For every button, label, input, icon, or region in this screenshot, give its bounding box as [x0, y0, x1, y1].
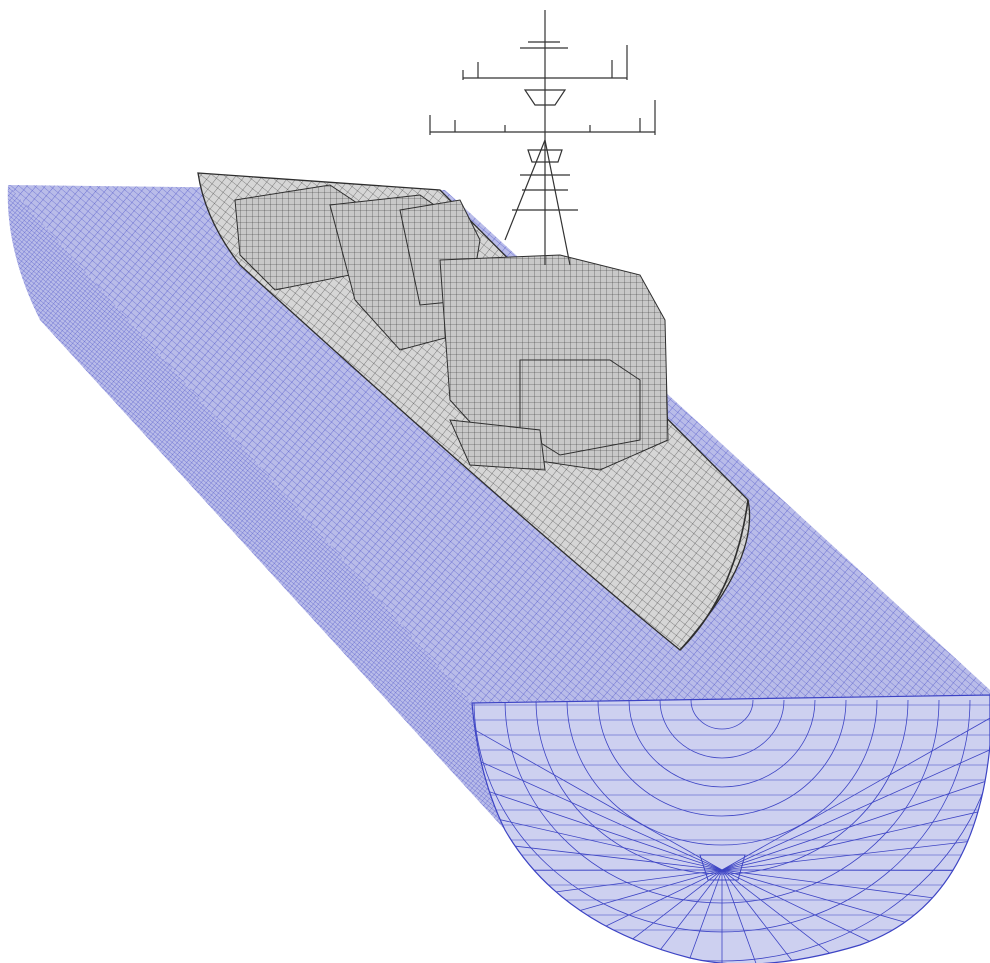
section-mesh-spoke: [721, 699, 990, 871]
cross-section-mesh: [472, 699, 990, 963]
mast-top-platform: [520, 41, 568, 106]
section-mesh-spoke: [721, 869, 905, 923]
hull-bow-edge: [679, 499, 749, 651]
water-domain-curved-side: [7, 185, 506, 830]
section-mesh-spoke: [472, 699, 723, 871]
section-mesh-ring: [690, 699, 754, 730]
section-mesh-spoke: [721, 772, 990, 871]
section-mesh-ring: [566, 699, 878, 846]
section-mesh-spoke: [721, 736, 990, 871]
section-mesh-spoke: [721, 869, 935, 899]
ship-mast: [429, 10, 656, 266]
cutout-outline: [699, 854, 746, 881]
section-mesh-spoke: [721, 869, 800, 963]
section-mesh-ring: [597, 699, 847, 817]
water-domain-cross-section: [471, 694, 990, 963]
section-mesh-ring: [659, 699, 785, 759]
section-mesh-ring: [628, 699, 816, 788]
mast-radar: [522, 149, 568, 191]
mast-upper-yard: [462, 45, 628, 80]
section-mesh-spoke: [721, 869, 762, 963]
fore-deck-block: [449, 419, 546, 471]
mast-tripod: [504, 139, 578, 266]
mast-lower-yard: [429, 100, 656, 135]
section-mesh-spoke: [721, 806, 990, 871]
section-mesh-spoke: [721, 869, 873, 943]
ship-superstructure: [234, 184, 669, 471]
